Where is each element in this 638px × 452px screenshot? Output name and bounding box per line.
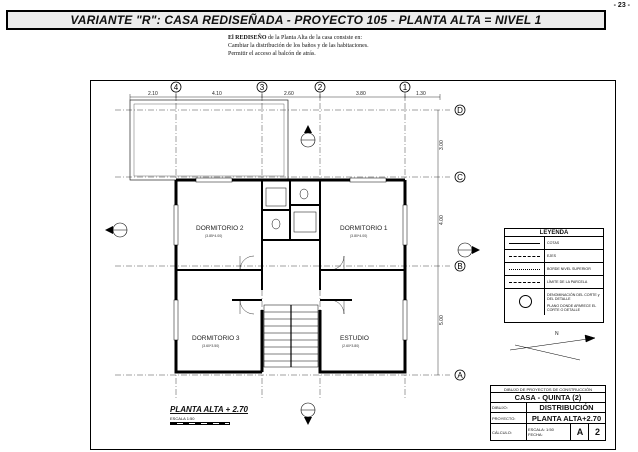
title-block: DIBUJO DE PROYECTOS DE CONSTRUCCIÓN CASA… — [490, 385, 606, 441]
tb-dibujo-label: DIBUJO: — [491, 403, 527, 412]
axis-bubble-3 — [256, 81, 268, 93]
tb-project: CASA - QUINTA (2) — [491, 393, 605, 403]
axis-label-3: 3 — [260, 83, 265, 92]
drawing-frame — [90, 80, 616, 450]
axis-label-B: B — [457, 262, 462, 271]
dim-top-2: 4.10 — [212, 91, 222, 97]
dim-top-4: 3.80 — [356, 91, 366, 97]
toilet-2 — [299, 188, 309, 200]
legend-row: COTAS — [505, 237, 603, 250]
dim-top-1: 2.10 — [148, 91, 158, 97]
legend-row: LÍMITE DE LA PARCELA — [505, 276, 603, 289]
tb-sheet-type: DISTRIBUCIÓN — [539, 403, 594, 412]
axis-bubble-1 — [399, 81, 411, 93]
axis-label-D: D — [457, 106, 463, 115]
toilet-1 — [271, 218, 281, 230]
room-area-dormitorio-2: (3.85*4.00) — [205, 234, 222, 238]
room-label-dormitorio-1: DORMITORIO 1 — [340, 225, 388, 232]
scale-note: PLANTA ALTA + 2.70 ESCALA 1:50 — [170, 405, 280, 425]
axis-label-4: 4 — [174, 83, 179, 92]
tb-sheet-name: PLANTA ALTA+2.70 — [531, 413, 602, 423]
staircase — [263, 304, 319, 368]
tb-proyecto-label: PROYECTO: — [491, 413, 527, 423]
axis-label-A: A — [457, 371, 463, 380]
dim-top-5: 1.30 — [416, 91, 426, 97]
legend-row: BORDE NIVEL SUPERIOR — [505, 263, 603, 276]
tb-sheet-letter: A — [571, 424, 589, 440]
room-area-dormitorio-1: (3.80*4.00) — [350, 234, 367, 238]
scale-value: 1:50 — [186, 416, 195, 421]
legend-title: LEYENDA — [505, 229, 603, 237]
dim-top-3: 2.60 — [284, 91, 294, 97]
wall-east — [318, 180, 407, 374]
description-text: El REDISEÑO de la Planta Alta de la casa… — [228, 34, 369, 58]
axis-bubble-2 — [314, 81, 326, 93]
dim-right-2: 4.00 — [439, 215, 445, 225]
dim-right-3: 5.00 — [439, 315, 445, 325]
room-label-dormitorio-3: DORMITORIO 3 — [192, 335, 240, 342]
tb-sheet-number: 2 — [594, 427, 600, 437]
scale-label: ESCALA — [170, 416, 186, 421]
scale-title: PLANTA ALTA + 2.70 — [170, 405, 249, 414]
dim-right-1: 3.00 — [439, 140, 445, 150]
axis-label-2: 2 — [318, 83, 323, 92]
description-line2: Cambiar la distribución de los baños y d… — [228, 43, 369, 49]
legend-box: LEYENDA COTAS EJES BORDE NIVEL SUPERIOR … — [504, 228, 604, 323]
axis-label-C: C — [457, 173, 463, 182]
bathtub-1 — [265, 187, 287, 207]
axis-label-1: 1 — [403, 83, 408, 92]
axis-bubble-A — [454, 369, 466, 381]
room-area-dormitorio-3: (3.60*3.50) — [202, 344, 219, 348]
tb-office: DIBUJO DE PROYECTOS DE CONSTRUCCIÓN — [491, 386, 605, 393]
description-line1: de la Planta Alta de la casa consiste en… — [266, 35, 362, 41]
rear-balcony-outline — [129, 99, 289, 181]
legend-row: EJES — [505, 250, 603, 263]
north-arrow — [509, 334, 596, 361]
description-lead: El REDISEÑO — [228, 35, 267, 41]
shower-2 — [293, 211, 317, 233]
tb-calculo-label: CÁLCULO: — [491, 424, 527, 440]
north-label: N — [555, 331, 559, 337]
page-number: - 23 - — [613, 2, 630, 9]
axis-bubble-4 — [170, 81, 182, 93]
room-label-estudio: ESTUDIO — [340, 335, 369, 342]
axis-bubble-B — [454, 260, 466, 272]
room-area-estudio: (2.60*3.80) — [342, 344, 359, 348]
description-line3: Permitir el acceso al balcón de atrás. — [228, 51, 316, 57]
axis-bubble-D — [454, 104, 466, 116]
axis-bubble-C — [454, 171, 466, 183]
room-label-dormitorio-2: DORMITORIO 2 — [196, 225, 244, 232]
page-title-banner: VARIANTE "R": CASA REDISEÑADA - PROYECTO… — [6, 10, 606, 30]
